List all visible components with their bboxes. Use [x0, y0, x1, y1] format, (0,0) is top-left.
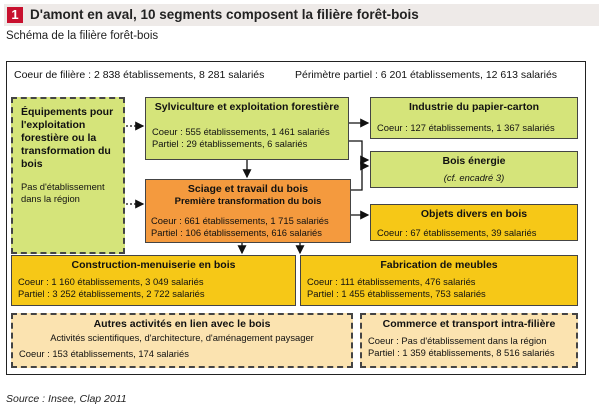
title-bar — [4, 4, 599, 26]
node-meubles-title: Fabrication de meubles — [380, 259, 498, 271]
node-sciage-subtitle: Première transformation du bois — [174, 196, 322, 207]
diagram-frame — [6, 61, 586, 375]
node-autres-activites-title: Autres activités en lien avec le bois — [93, 318, 271, 330]
summary-perimeter: Périmètre partiel : 6 201 établissements… — [295, 69, 558, 81]
node-autres-activites-core: Coeur : 153 établissements, 174 salariés — [19, 348, 189, 359]
node-commerce-transport: Commerce et transport intra-filière Coeu… — [360, 313, 578, 368]
node-sylviculture: Sylviculture et exploitation forestière … — [145, 97, 349, 160]
node-sciage-partial: Partiel : 106 établissements, 616 salari… — [151, 227, 322, 238]
node-sylviculture-partial: Partiel : 29 établissements, 6 salariés — [152, 138, 308, 149]
node-construction: Construction-menuiserie en bois Coeur : … — [11, 255, 296, 306]
figure-subtitle: Schéma de la filière forêt-bois — [6, 30, 159, 42]
node-bois-energie-title: Bois énergie — [442, 155, 506, 167]
source-note: Source : Insee, Clap 2011 — [6, 393, 127, 405]
node-commerce-transport-core: Coeur : Pas d'établissement dans la régi… — [368, 335, 547, 346]
node-papier-carton-title: Industrie du papier-carton — [408, 101, 540, 113]
node-autres-activites: Autres activités en lien avec le bois Ac… — [11, 313, 353, 368]
node-equipements-note: Pas d'établissement dans la région — [21, 181, 105, 204]
node-construction-core: Coeur : 1 160 établissements, 3 049 sala… — [18, 276, 204, 287]
node-construction-title: Construction-menuiserie en bois — [71, 259, 236, 271]
node-construction-partial: Partiel : 3 252 établissements, 2 722 sa… — [18, 288, 205, 299]
figure-title: D'amont en aval, 10 segments composent l… — [30, 7, 419, 22]
node-objets-divers-core: Coeur : 67 établissements, 39 salariés — [377, 227, 537, 238]
node-commerce-transport-partial: Partiel : 1 359 établissements, 8 516 sa… — [368, 347, 555, 358]
node-bois-energie-note: (cf. encadré 3) — [443, 172, 505, 183]
arrow-sylv-energie — [349, 140, 370, 165]
arrow-sciage-energie — [351, 161, 370, 191]
node-autres-activites-subtitle: Activités scientifiques, d'architecture,… — [50, 332, 314, 343]
node-meubles: Fabrication de meubles Coeur : 111 établ… — [300, 255, 578, 306]
node-bois-energie: Bois énergie (cf. encadré 3) — [370, 151, 578, 188]
node-papier-carton: Industrie du papier-carton Coeur : 127 é… — [370, 97, 578, 139]
node-objets-divers-title: Objets divers en bois — [420, 208, 528, 220]
node-equipements-title: Équipements pour l'exploitation forestiè… — [21, 106, 114, 170]
node-meubles-partial: Partiel : 1 455 établissements, 753 sala… — [307, 288, 486, 299]
summary-core: Coeur de filière : 2 838 établissements,… — [14, 69, 265, 81]
figure-number-badge: 1 — [7, 7, 23, 23]
node-sylviculture-core: Coeur : 555 établissements, 1 461 salari… — [152, 126, 330, 137]
node-sciage-title: Sciage et travail du bois — [187, 183, 309, 195]
node-papier-carton-core: Coeur : 127 établissements, 1 367 salari… — [377, 122, 555, 133]
node-commerce-transport-title: Commerce et transport intra-filière — [382, 318, 556, 330]
node-sylviculture-title: Sylviculture et exploitation forestière — [154, 101, 340, 113]
node-sciage-core: Coeur : 661 établissements, 1 715 salari… — [151, 215, 329, 226]
node-objets-divers: Objets divers en bois Coeur : 67 établis… — [370, 204, 578, 241]
node-sciage: Sciage et travail du bois Première trans… — [145, 179, 351, 243]
node-equipements: Équipements pour l'exploitation forestiè… — [11, 97, 125, 254]
node-meubles-core: Coeur : 111 établissements, 476 salariés — [307, 276, 476, 287]
